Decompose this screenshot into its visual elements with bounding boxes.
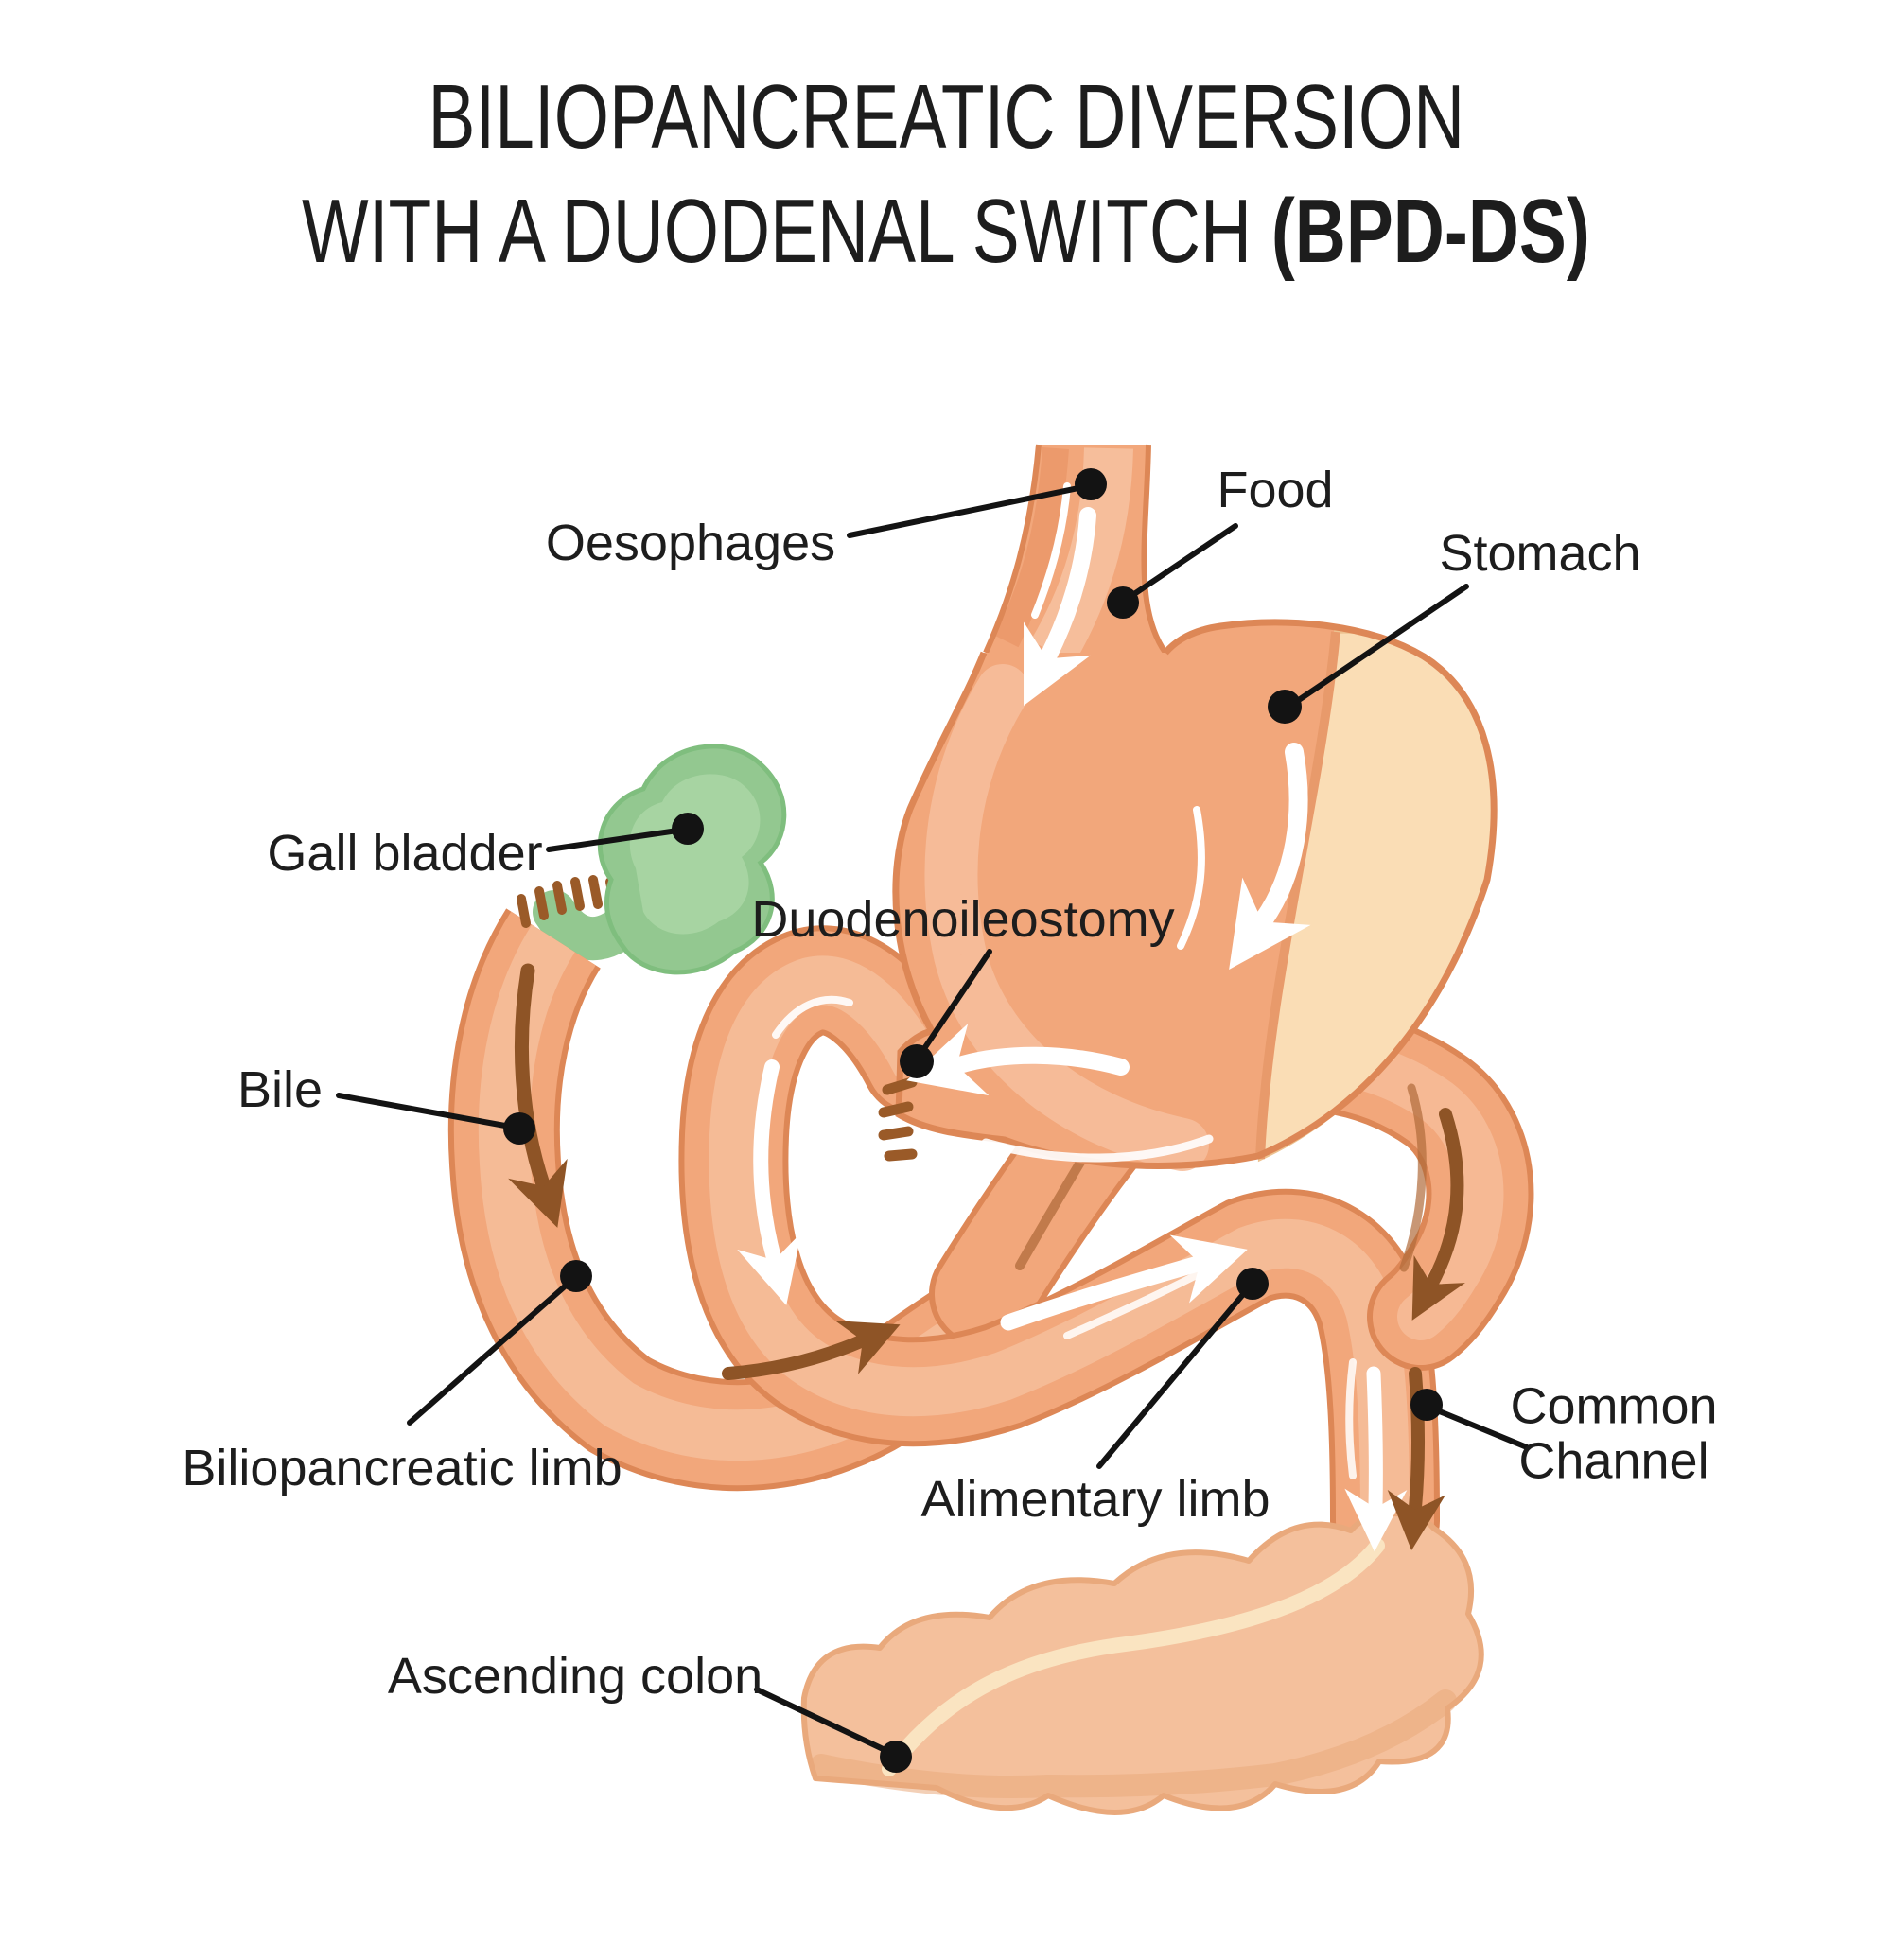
- colon-taenia: [882, 1538, 1385, 1776]
- highlight-streak: [1345, 1358, 1357, 1479]
- food-leader: [1123, 523, 1238, 603]
- ascending-colon-leader: [754, 1687, 896, 1757]
- colon: [800, 1511, 1484, 1815]
- food-arrow-alimentary: [1000, 1234, 1248, 1331]
- food-arrow-antrum: [906, 1024, 1130, 1096]
- duodenoileostomy-dot: [900, 1044, 934, 1078]
- staple: [884, 1148, 918, 1162]
- food-arrow-loop: [737, 1059, 802, 1305]
- colon-bottom-shade: [810, 1689, 1457, 1799]
- ascending-colon-label: Ascending colon: [387, 1647, 763, 1705]
- alimentary-inner-highlight: [709, 955, 1410, 1546]
- biliopancreatic-limb-dot: [560, 1260, 592, 1292]
- stomach-leader: [1285, 584, 1469, 710]
- title-line-1: BILIOPANCREATIC DIVERSION: [0, 61, 1892, 175]
- bile-leader: [336, 1093, 518, 1130]
- diagram-title: BILIOPANCREATIC DIVERSION WITH A DUODENA…: [0, 61, 1892, 289]
- sleeve-highlight: [924, 664, 1209, 1171]
- alimentary-limb-leader: [1096, 1284, 1253, 1469]
- common-channel-dot: [1410, 1389, 1443, 1421]
- gall-bladder-neck: [533, 890, 639, 961]
- food-dot: [1107, 586, 1139, 619]
- biliopancreatic-limb-label: Biliopancreatic limb: [182, 1439, 622, 1496]
- common-channel-label: Common Channel: [1510, 1377, 1718, 1490]
- food-arrow-common-channel: [1344, 1366, 1408, 1552]
- title-line-2: WITH A DUODENAL SWITCH (BPD-DS): [0, 175, 1892, 289]
- duodenoileostomy-label: Duodenoileostomy: [751, 890, 1175, 948]
- common-channel-label-line1: Common: [1510, 1377, 1718, 1435]
- ascending-colon-dot: [880, 1741, 912, 1773]
- leader-dots: [503, 468, 1443, 1773]
- alimentary-limb-label: Alimentary limb: [920, 1470, 1270, 1528]
- bp-terminal-shade: [1399, 1083, 1427, 1272]
- gall-bladder: [597, 744, 787, 975]
- staple: [552, 881, 567, 915]
- food-arrows: [737, 482, 1408, 1552]
- oesophagus-leader: [847, 483, 1091, 538]
- staple: [882, 1076, 918, 1095]
- oesophagus-dark-band: [994, 447, 1069, 648]
- alimentary-limb-dot: [1236, 1268, 1269, 1300]
- bile-arrow-terminal: [1411, 1108, 1465, 1321]
- oesophagus-dot: [1075, 468, 1107, 500]
- staple: [517, 894, 531, 928]
- bile-arrow-limb: [508, 963, 568, 1228]
- bile-label: Bile: [236, 1060, 324, 1118]
- common-channel-leader: [1428, 1405, 1530, 1450]
- stomach-label: Stomach: [1439, 524, 1641, 582]
- staple: [878, 1126, 914, 1141]
- bile-dot: [503, 1112, 535, 1145]
- food-arrow-oesophagus: [1024, 507, 1096, 706]
- highlight-streak: [1177, 806, 1205, 950]
- highlight-streak: [772, 995, 853, 1039]
- bile-arrows: [508, 963, 1465, 1551]
- biliopancreatic-limb-leader: [407, 1276, 576, 1426]
- stomach-dot: [1268, 690, 1302, 724]
- gall-bladder-leader: [546, 827, 687, 852]
- gall-bladder-label: Gall bladder: [267, 824, 543, 882]
- oesophagus-left-edge: [983, 444, 1042, 655]
- staple: [570, 877, 585, 911]
- food-label: Food: [1217, 461, 1334, 518]
- staple: [534, 886, 549, 920]
- common-channel-label-line2: Channel: [1518, 1433, 1709, 1490]
- title-line1-text: BILIOPANCREATIC DIVERSION: [428, 66, 1464, 167]
- gall-bladder-highlight: [629, 774, 761, 935]
- duodenoileostomy-leader: [917, 949, 992, 1059]
- food-arrow-sleeve: [1229, 743, 1311, 970]
- highlight-streak: [1031, 482, 1071, 619]
- title-line2-text: WITH A DUODENAL SWITCH: [302, 180, 1271, 282]
- leader-lines: [336, 483, 1530, 1757]
- bile-arrow-limb-bottom: [722, 1321, 901, 1380]
- gall-bladder-duct: [533, 890, 639, 961]
- staple: [588, 875, 603, 909]
- highlight-streak: [981, 1134, 1214, 1163]
- gall-bladder-dot: [672, 813, 704, 845]
- alimentary-limb-tube: [678, 925, 1440, 1576]
- oesophagus-label: Oesophages: [545, 514, 836, 571]
- oesophagus-right-edge: [1141, 444, 1168, 655]
- title-abbreviation: (BPD-DS): [1270, 180, 1590, 282]
- bile-arrow-common-channel: [1387, 1367, 1446, 1551]
- staple: [878, 1101, 914, 1118]
